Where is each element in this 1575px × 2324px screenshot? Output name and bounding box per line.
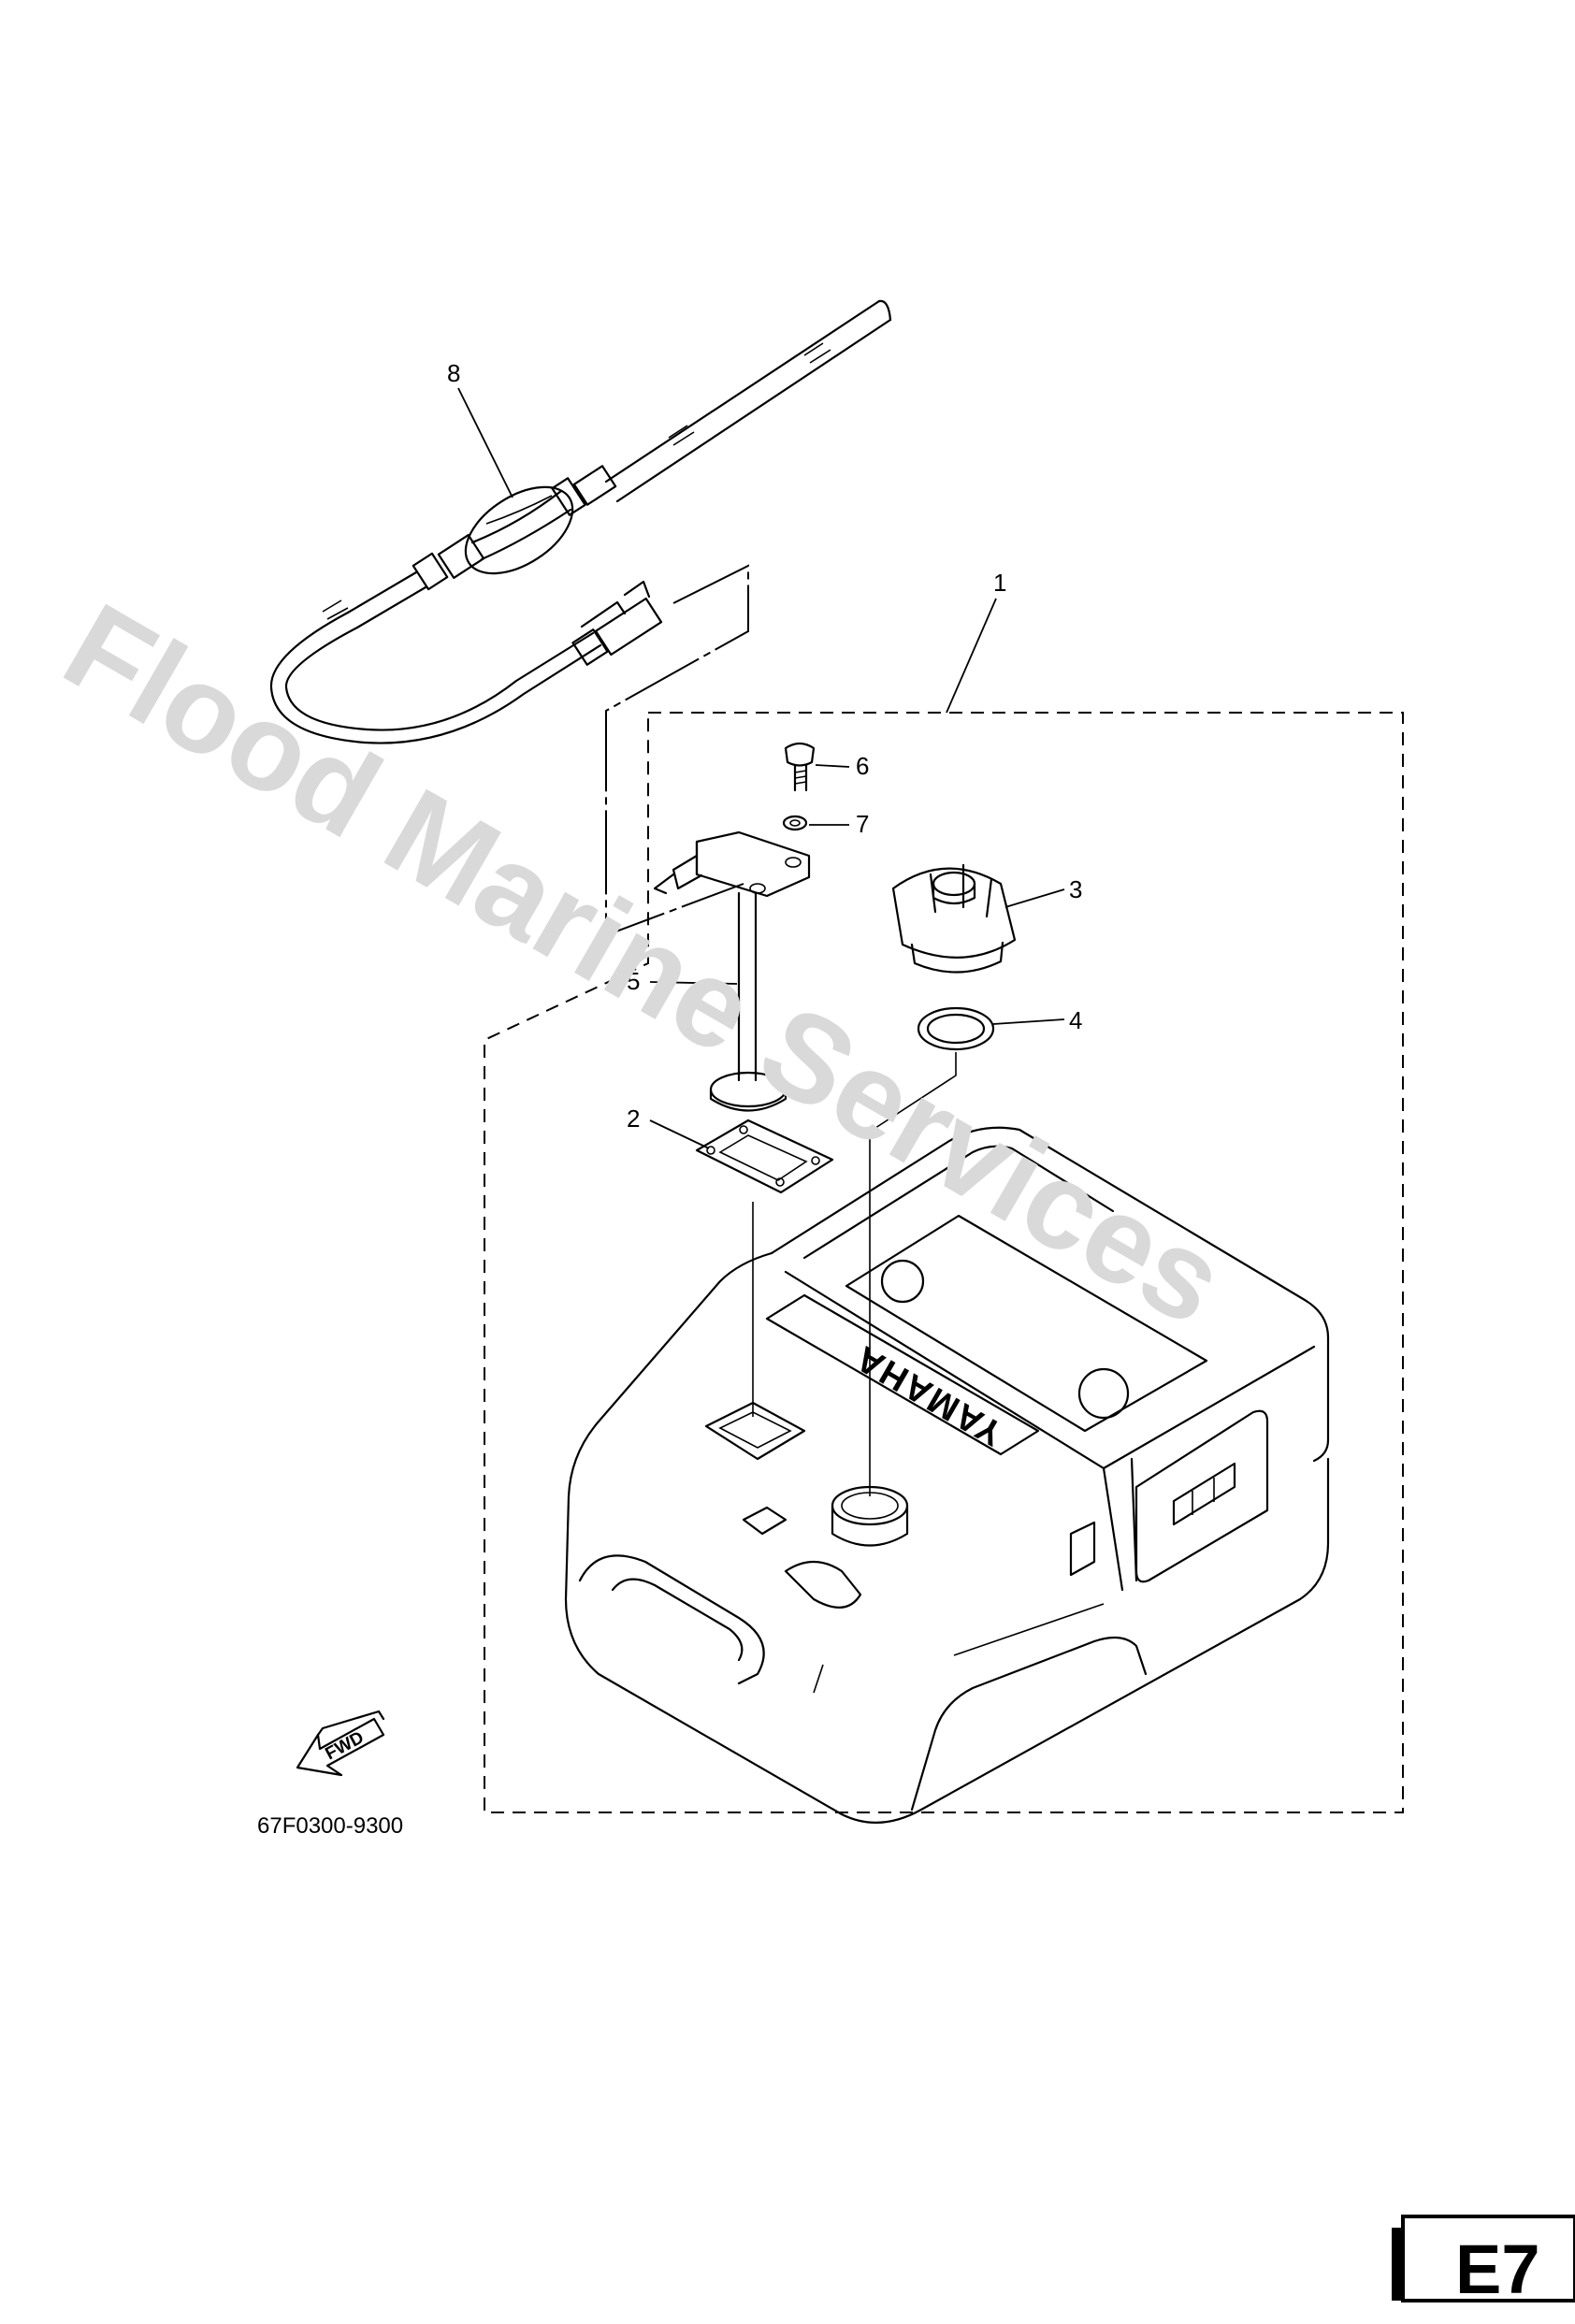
- callout-8: 8: [447, 359, 460, 387]
- callout-6: 6: [856, 752, 869, 780]
- callout-1: 1: [993, 569, 1006, 597]
- watermark: Flood Marine Services: [43, 577, 1247, 1351]
- callout-4: 4: [1069, 1006, 1082, 1034]
- callout-3: 3: [1069, 875, 1082, 903]
- diagram-reference-code: 67F0300-9300: [257, 1813, 403, 1839]
- page-tag: E7: [1455, 2230, 1540, 2308]
- callout-2: 2: [627, 1104, 640, 1133]
- fuel-gauge-pickup-part: [653, 830, 811, 1112]
- gasket-part: [695, 1119, 834, 1194]
- page-tag-box: E7: [1392, 2215, 1575, 2308]
- tank-assembly-outline: [484, 712, 1404, 1813]
- fuel-hose-assembly: [269, 299, 892, 937]
- fwd-label: FWD: [322, 1728, 367, 1765]
- screw-part: [784, 742, 816, 792]
- washer-part: [782, 815, 808, 831]
- filler-cap-part: [891, 863, 1017, 974]
- callout-7: 7: [856, 810, 869, 838]
- assembly-guide-lines: [752, 1052, 957, 1496]
- callout-labels: 8 1 6 7 3 4 5 2: [447, 359, 1082, 1149]
- fwd-arrow: FWD: [296, 1710, 385, 1777]
- callout-5: 5: [627, 967, 640, 995]
- cap-seal-ring-part: [917, 1006, 995, 1051]
